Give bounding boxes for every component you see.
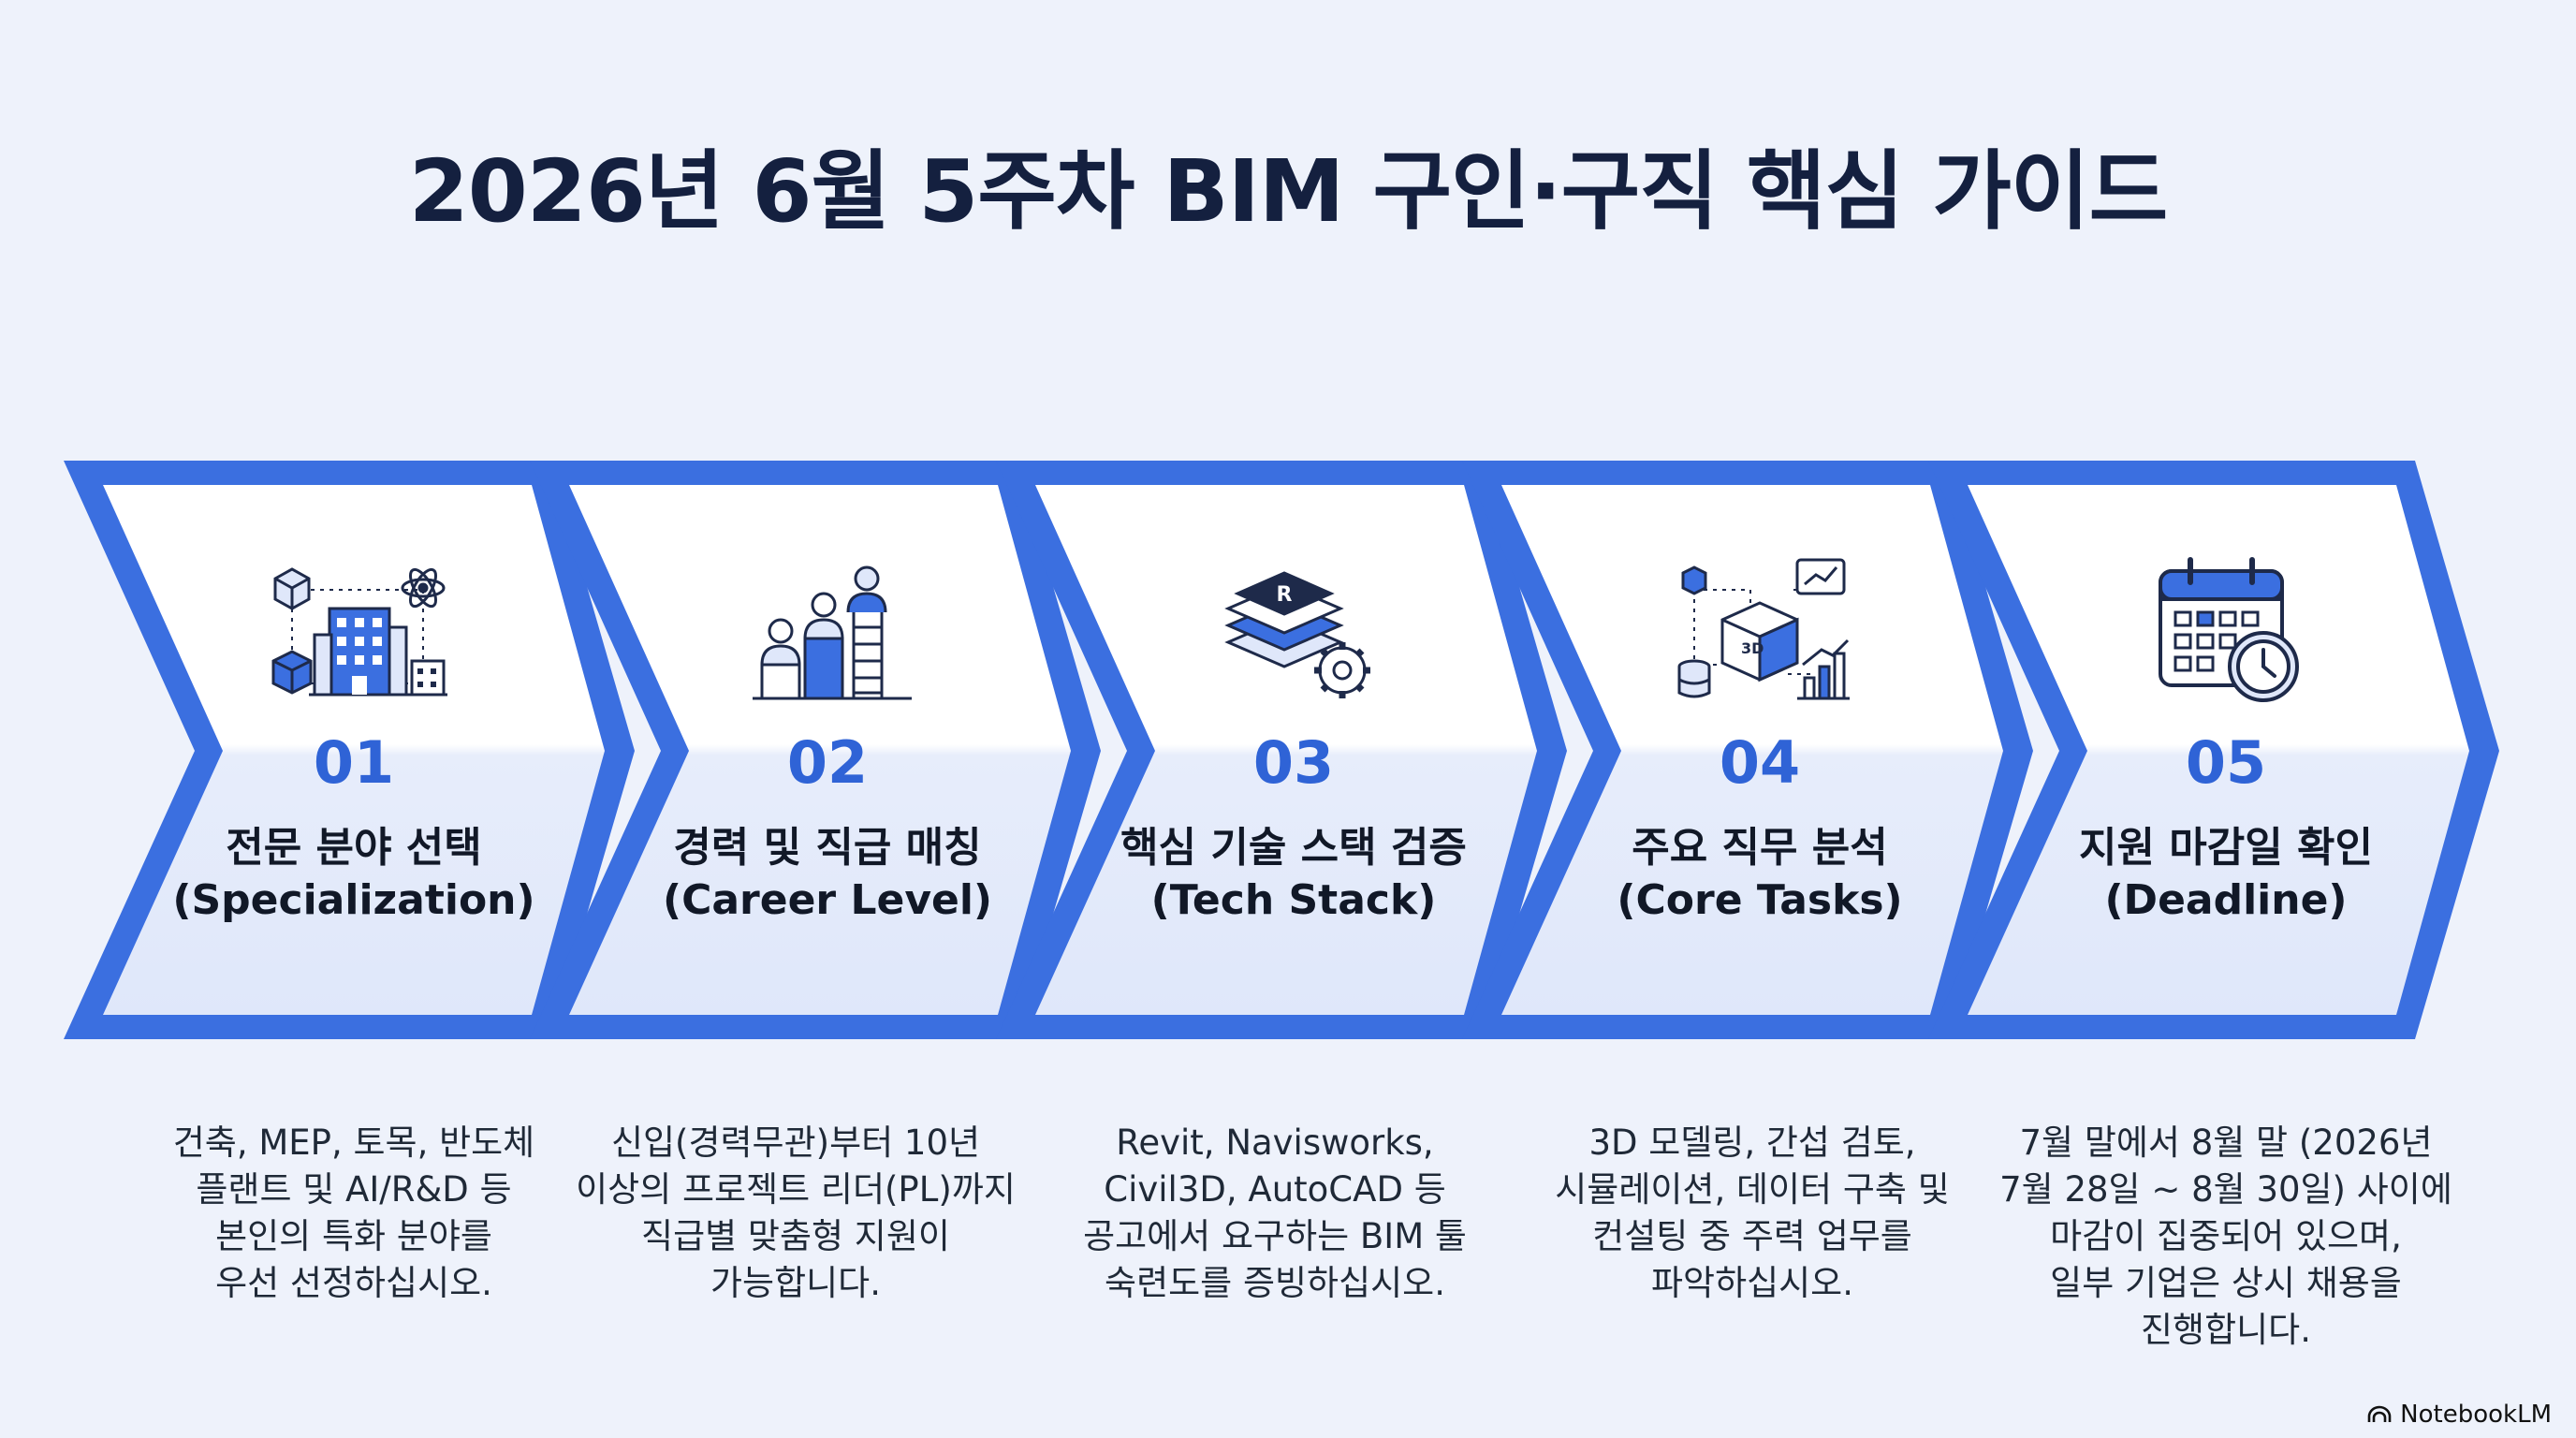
description-line: 시뮬레이션, 데이터 구축 및 — [1555, 1169, 1950, 1210]
description-line: 진행합니다. — [2141, 1310, 2311, 1350]
step-number-01: 01 — [313, 728, 395, 797]
step-number-02: 02 — [786, 728, 869, 797]
step-title-03: 핵심 기술 스택 검증 (Tech Stack) — [1078, 822, 1509, 927]
step-title-en: (Specialization) — [172, 876, 535, 924]
page-title: 2026년 6월 5주차 BIM 구인·구직 핵심 가이드 — [408, 141, 2168, 242]
description-line: 우선 선정하십시오. — [215, 1263, 492, 1303]
description-line: 일부 기업은 상시 채용을 — [2050, 1263, 2402, 1303]
description-line: 공고에서 요구하는 BIM 툴 — [1083, 1216, 1467, 1256]
description-line: 7월 말에서 8월 말 (2026년 — [2019, 1123, 2433, 1163]
step-title-05: 지원 마감일 확인 (Deadline) — [2011, 822, 2441, 927]
step-title-en: (Career Level) — [662, 876, 993, 924]
description-line: 신입(경력무관)부터 10년 — [610, 1123, 981, 1163]
chevron-03 — [996, 461, 1567, 1039]
step-title-04: 주요 직무 분석 (Core Tasks) — [1544, 822, 1975, 927]
description-line: 3D 모델링, 간섭 검토, — [1588, 1123, 1916, 1163]
step-title-ko: 주요 직무 분석 — [1632, 824, 1888, 872]
description-line: 마감이 집중되어 있으며, — [2050, 1216, 2402, 1256]
step-number-04: 04 — [1719, 728, 1801, 797]
chevron-04 — [1462, 461, 2033, 1039]
description-line: 파악하십시오. — [1650, 1263, 1853, 1303]
svg-text:R: R — [1277, 583, 1293, 607]
notebooklm-logo-icon — [2367, 1405, 2392, 1422]
buildings-network-icon — [271, 567, 447, 697]
notebooklm-brand: NotebookLM — [2366, 1401, 2552, 1429]
step-title-en: (Deadline) — [2104, 876, 2348, 924]
chevron-05 — [1928, 461, 2499, 1039]
step-description-04: 3D 모델링, 간섭 검토, 시뮬레이션, 데이터 구축 및 컨설팅 중 주력 … — [1518, 1120, 1986, 1307]
step-description-01: 건축, MEP, 토목, 반도체 플랜트 및 AI/R&D 등 본인의 특화 분… — [120, 1120, 588, 1307]
3d-cube-data-icon: 3D — [1677, 558, 1850, 700]
description-line: 가능합니다. — [710, 1263, 881, 1303]
chevron-01 — [64, 461, 635, 1039]
svg-text:3D: 3D — [1741, 639, 1764, 657]
description-line: 숙련도를 증빙하십시오. — [1105, 1263, 1445, 1303]
step-number-03: 03 — [1252, 728, 1335, 797]
brand-label: NotebookLM — [2400, 1401, 2552, 1429]
chevron-02 — [530, 461, 1101, 1039]
description-line: Revit, Navisworks, — [1116, 1123, 1434, 1163]
career-ladder-icon — [753, 565, 912, 700]
step-number-05: 05 — [2185, 728, 2267, 797]
step-title-ko: 전문 분야 선택 — [226, 824, 482, 872]
step-title-01: 전문 분야 선택 (Specialization) — [139, 822, 569, 927]
step-description-03: Revit, Navisworks, Civil3D, AutoCAD 등 공고… — [1041, 1120, 1509, 1307]
calendar-clock-icon — [2159, 557, 2299, 702]
step-description-02: 신입(경력무관)부터 10년 이상의 프로젝트 리더(PL)까지 직급별 맞춤형… — [562, 1120, 1030, 1307]
step-title-ko: 경력 및 직급 매칭 — [673, 824, 982, 872]
step-title-ko: 핵심 기술 스택 검증 — [1120, 824, 1467, 872]
software-layers-gear-icon: R — [1224, 571, 1370, 698]
description-line: 플랜트 및 AI/R&D 등 — [196, 1169, 512, 1210]
description-line: 7월 28일 ~ 8월 30일) 사이에 — [1999, 1169, 2452, 1210]
description-line: 직급별 맞춤형 지원이 — [641, 1216, 950, 1256]
step-description-05: 7월 말에서 8월 말 (2026년 7월 28일 ~ 8월 30일) 사이에 … — [1992, 1120, 2460, 1354]
description-line: 컨설팅 중 주력 업무를 — [1592, 1216, 1912, 1256]
step-title-ko: 지원 마감일 확인 — [2079, 824, 2373, 872]
step-title-en: (Core Tasks) — [1617, 876, 1903, 924]
description-line: 본인의 특화 분야를 — [215, 1216, 492, 1256]
description-line: 이상의 프로젝트 리더(PL)까지 — [576, 1169, 1016, 1210]
step-title-02: 경력 및 직급 매칭 (Career Level) — [612, 822, 1043, 927]
description-line: Civil3D, AutoCAD 등 — [1104, 1169, 1446, 1210]
step-title-en: (Tech Stack) — [1150, 876, 1437, 924]
description-line: 건축, MEP, 토목, 반도체 — [172, 1123, 535, 1163]
